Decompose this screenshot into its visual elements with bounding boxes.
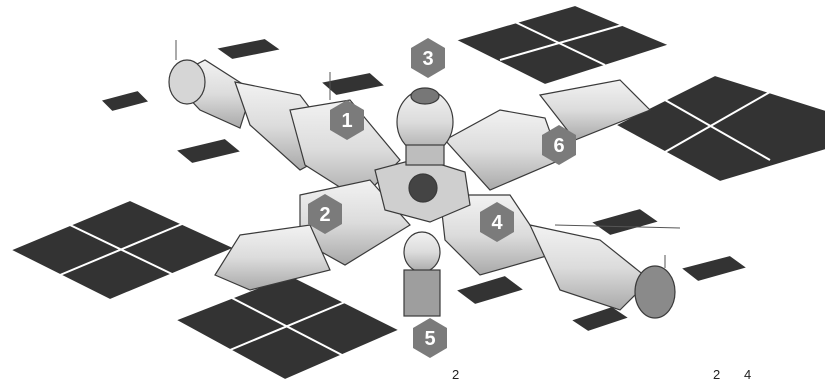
badge-5: 5: [413, 318, 447, 358]
bottom-fragment-1: 2: [452, 368, 459, 381]
badge-4-label: 4: [491, 212, 503, 234]
badge-6-label: 6: [553, 135, 564, 157]
badge-5-label: 5: [424, 328, 435, 350]
module-arm-lower-left: [215, 180, 410, 290]
solar-panel-left: [10, 200, 235, 300]
badge-3-label: 3: [422, 48, 433, 70]
badge-1-label: 1: [341, 110, 352, 132]
bottom-fragment-3: 4: [744, 368, 751, 381]
badge-3: 3: [411, 38, 445, 78]
solar-panel-bottom: [175, 275, 400, 380]
module-bottom-node: [404, 232, 440, 316]
solar-panel-top-right: [455, 5, 670, 85]
badge-2-label: 2: [319, 204, 330, 226]
solar-panel-right: [615, 75, 826, 182]
module-top-sphere: [397, 88, 453, 165]
bottom-fragment-2: 2: [713, 368, 720, 381]
station-modules: [169, 60, 675, 318]
